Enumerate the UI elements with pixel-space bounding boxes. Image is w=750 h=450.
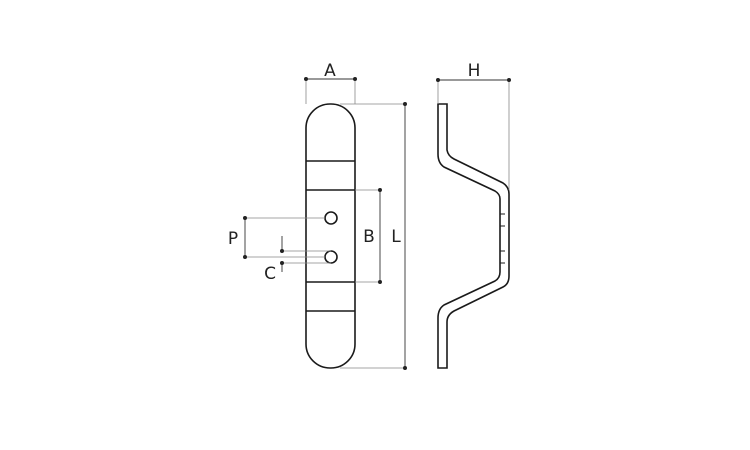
- dimension-a: A: [304, 61, 357, 104]
- dimension-l: L: [340, 102, 407, 370]
- label-p: P: [228, 229, 238, 249]
- screw-hole: [324, 211, 338, 225]
- screw-hole: [324, 250, 338, 264]
- dimension-h: H: [436, 61, 511, 190]
- dimension-p: P: [228, 216, 325, 259]
- handle-body: [305, 103, 356, 369]
- label-b: B: [363, 227, 375, 247]
- label-l: L: [391, 227, 401, 247]
- front-view: [305, 103, 356, 369]
- label-c: C: [264, 264, 276, 284]
- side-view: [437, 103, 510, 369]
- dimension-c: C: [264, 236, 331, 284]
- handle-profile: [437, 103, 510, 369]
- dimension-b: B: [355, 188, 382, 284]
- label-a: A: [324, 61, 336, 81]
- label-h: H: [468, 61, 481, 81]
